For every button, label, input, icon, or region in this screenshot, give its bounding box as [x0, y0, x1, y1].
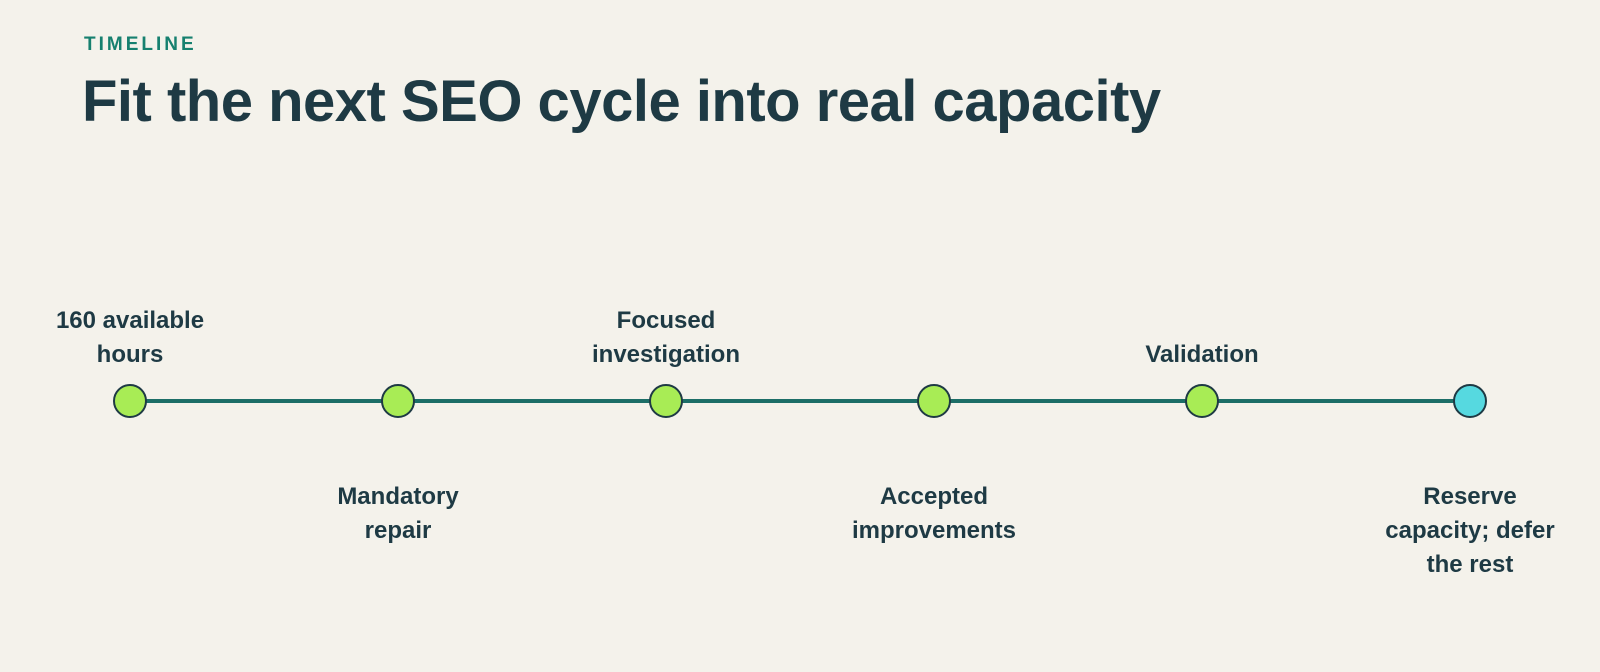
timeline-label: Focused investigation: [556, 304, 776, 372]
timeline-node: [1185, 384, 1219, 418]
timeline-label: 160 available hours: [20, 304, 240, 372]
timeline-label-line: repair: [364, 517, 432, 544]
timeline-label-line: capacity; defer: [1385, 517, 1555, 544]
page-title: Fit the next SEO cycle into real capacit…: [82, 69, 1161, 134]
timeline-label-line: hours: [96, 341, 164, 368]
timeline-label: Mandatory repair: [288, 480, 508, 548]
timeline-label-line: improvements: [851, 517, 1017, 544]
timeline-label: Validation: [1092, 338, 1312, 372]
timeline-label: Accepted improvements: [824, 480, 1044, 548]
timeline-track: [130, 399, 1470, 403]
timeline-label-line: Focused: [616, 307, 716, 334]
timeline-label-line: the rest: [1426, 551, 1514, 578]
timeline-label-line: Accepted: [879, 483, 989, 510]
timeline-label: Reserve capacity; defer the rest: [1360, 480, 1580, 582]
timeline-node: [1453, 384, 1487, 418]
eyebrow-label: TIMELINE: [84, 34, 197, 55]
timeline-label-line: Mandatory: [337, 483, 459, 510]
timeline-node: [113, 384, 147, 418]
timeline-node: [381, 384, 415, 418]
timeline-label-line: Validation: [1145, 341, 1259, 368]
timeline-label-line: Reserve: [1423, 483, 1517, 510]
timeline-node: [649, 384, 683, 418]
timeline-label-line: investigation: [591, 341, 741, 368]
timeline-node: [917, 384, 951, 418]
timeline-label-line: 160 available: [55, 307, 205, 334]
